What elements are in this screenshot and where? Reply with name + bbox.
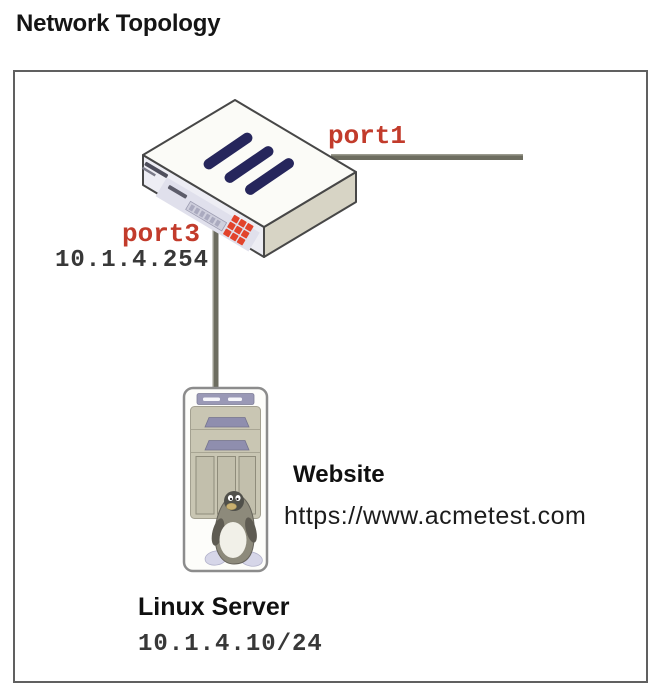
diagram-frame [13,70,648,683]
port3-ip-label: 10.1.4.254 [55,247,210,274]
website-url-label: https://www.acmetest.com [284,502,587,530]
website-label: Website [293,461,385,488]
page-title: Network Topology [16,10,221,37]
port3-label: port3 [122,219,201,249]
server-name-label: Linux Server [138,593,290,621]
server-ip-label: 10.1.4.10/24 [138,631,323,658]
port1-label: port1 [328,121,407,151]
